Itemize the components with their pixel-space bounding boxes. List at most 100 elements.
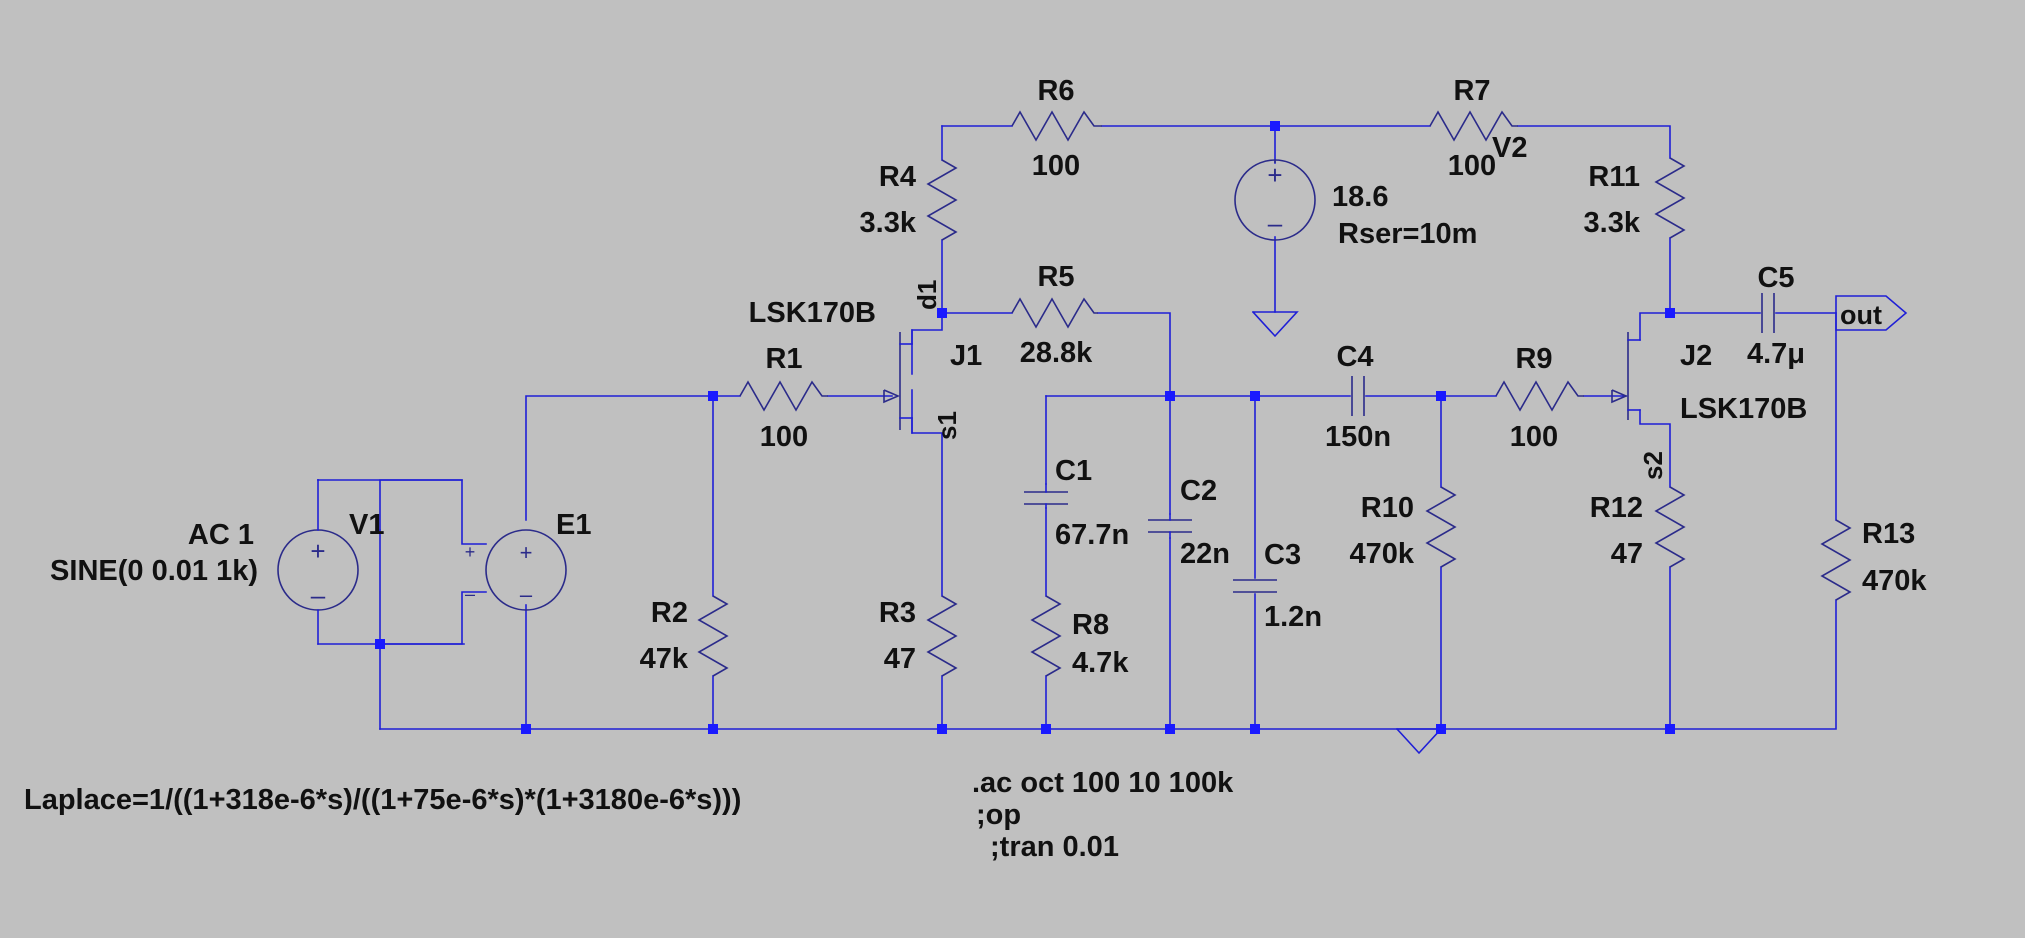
capacitor-c2[interactable] (1148, 513, 1192, 539)
resistor-r3[interactable] (926, 595, 958, 677)
value-r2: 47k (640, 643, 689, 675)
label-r12: R12 (1590, 492, 1643, 524)
resistor-r9[interactable] (1495, 380, 1584, 412)
capacitor-c1[interactable] (1024, 483, 1068, 509)
directive-op: ;op (976, 799, 1021, 831)
value-r4: 3.3k (860, 207, 917, 239)
value-r5: 28.8k (1020, 337, 1093, 369)
vcvs-e1[interactable]: + – + – (465, 529, 567, 611)
svg-text:–: – (1268, 208, 1283, 238)
label-r7: R7 (1453, 75, 1490, 107)
ground-symbol-main (1395, 727, 1443, 755)
value-c2: 22n (1180, 538, 1230, 570)
jfet-j1[interactable] (883, 329, 913, 434)
wire-j1-source (911, 389, 943, 597)
label-r5: R5 (1037, 261, 1074, 293)
value-r11: 3.3k (1584, 207, 1641, 239)
wire-v1-e1-neg (379, 591, 487, 645)
capacitor-c3[interactable] (1233, 579, 1277, 593)
resistor-r11[interactable] (1654, 157, 1686, 239)
label-r6: R6 (1037, 75, 1074, 107)
jfet-j2[interactable] (1611, 332, 1641, 420)
capacitors (1024, 293, 1775, 593)
wire-j2-drain (1639, 237, 1671, 341)
resistor-r13[interactable] (1820, 519, 1852, 601)
label-c2: C2 (1180, 475, 1217, 507)
label-v2: V2 (1492, 132, 1527, 164)
ac-v1: AC 1 (188, 519, 254, 551)
value-r8: 4.7k (1072, 647, 1129, 679)
label-r4: R4 (879, 161, 916, 193)
label-c3: C3 (1264, 539, 1301, 571)
svg-text:+: + (310, 536, 325, 566)
wire-e1-out (525, 395, 741, 521)
value-c5: 4.7μ (1747, 338, 1805, 370)
wire-v1-e1-pos (379, 479, 487, 545)
pin-d1: d1 (912, 280, 942, 310)
svg-text:+: + (520, 540, 533, 565)
ground-rail (379, 599, 1837, 730)
laplace-expression: Laplace=1/((1+318e-6*s)/((1+75e-6*s)*(1+… (24, 784, 741, 816)
svg-text:–: – (311, 580, 326, 610)
svg-text:+: + (465, 542, 476, 562)
resistor-r10[interactable] (1425, 486, 1457, 568)
sources: + – + – + – + – (277, 159, 1316, 645)
label-j2: J2 (1680, 340, 1712, 372)
value-r12: 47 (1611, 538, 1643, 570)
value-c3: 1.2n (1264, 601, 1322, 633)
svg-text:+: + (1267, 160, 1282, 190)
svg-text:–: – (465, 584, 475, 604)
output-port-flag[interactable] (1835, 295, 1908, 331)
label-j1: J1 (950, 340, 982, 372)
label-c4: C4 (1336, 341, 1373, 373)
capacitor-c5[interactable] (1761, 293, 1775, 333)
label-r8: R8 (1072, 609, 1109, 641)
junctions (375, 121, 1675, 734)
voltage-source-v2[interactable]: + – (1234, 159, 1316, 241)
output-label: out (1840, 300, 1882, 330)
resistor-r2[interactable] (697, 595, 729, 677)
wire-r5-node (1097, 312, 1171, 397)
model-j2: LSK170B (1680, 393, 1807, 425)
value-v2: 18.6 (1332, 181, 1388, 213)
voltage-source-v1[interactable]: + – (277, 479, 463, 645)
model-j1: LSK170B (749, 297, 876, 329)
resistors (697, 110, 1852, 677)
resistor-r5[interactable] (1011, 297, 1098, 329)
value-r7: 100 (1448, 150, 1496, 182)
resistor-r7[interactable] (1429, 110, 1518, 142)
value-r10: 470k (1349, 538, 1414, 570)
ground-symbol-v2 (1251, 310, 1299, 338)
label-r10: R10 (1361, 492, 1414, 524)
label-v1: V1 (349, 509, 384, 541)
label-e1: E1 (556, 509, 591, 541)
label-r2: R2 (651, 597, 688, 629)
rser-v2: Rser=10m (1338, 218, 1477, 250)
directive-ac: .ac oct 100 10 100k (972, 767, 1234, 799)
label-r3: R3 (879, 597, 916, 629)
svg-text:–: – (520, 582, 533, 607)
wires (317, 125, 1837, 730)
pin-s2: s2 (1638, 451, 1668, 480)
value-r3: 47 (884, 643, 916, 675)
value-r6: 100 (1032, 150, 1080, 182)
resistor-r8[interactable] (1030, 595, 1062, 677)
resistor-r12[interactable] (1654, 486, 1686, 568)
label-r13: R13 (1862, 518, 1915, 550)
spice-directives: Laplace=1/((1+318e-6*s)/((1+75e-6*s)*(1+… (24, 767, 1234, 863)
wire-j1-drain (911, 312, 943, 375)
component-labels: R6 100 R7 100 R4 3.3k R5 28.8k V2 18.6 R… (50, 75, 1927, 679)
resistor-r4[interactable] (926, 159, 958, 241)
value-c4: 150n (1325, 421, 1391, 453)
resistor-r1[interactable] (739, 380, 828, 412)
label-r9: R9 (1515, 343, 1552, 375)
directive-tran: ;tran 0.01 (990, 831, 1119, 863)
wire-v1-bot (379, 529, 465, 645)
value-r9: 100 (1510, 421, 1558, 453)
resistor-r6[interactable] (1011, 110, 1102, 142)
label-r1: R1 (765, 343, 802, 375)
source-v1: SINE(0 0.01 1k) (50, 555, 258, 587)
capacitor-c4[interactable] (1351, 376, 1365, 416)
pin-s1: s1 (932, 411, 962, 440)
